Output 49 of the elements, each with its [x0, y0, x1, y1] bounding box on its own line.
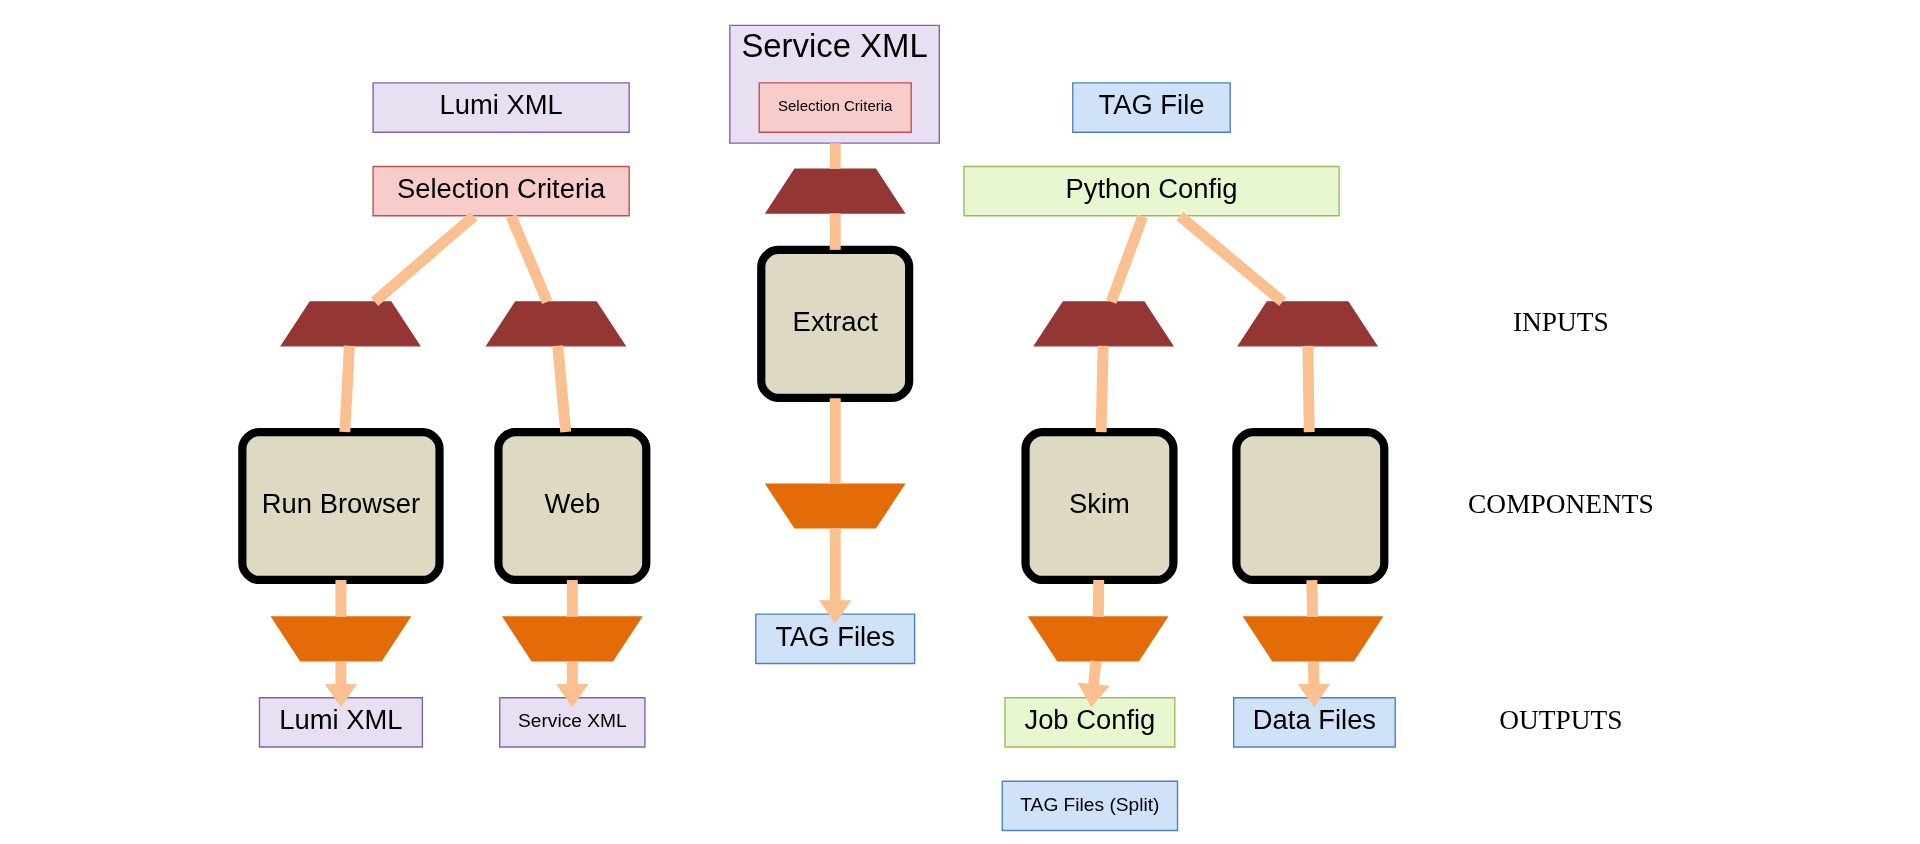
- node-box: Selection Criteria: [758, 81, 912, 133]
- connector: [1092, 579, 1104, 617]
- node-box: Skim: [1020, 427, 1177, 584]
- node-box: TAG Files: [754, 613, 915, 664]
- arrow: [818, 527, 851, 624]
- node-trapezoid: [1236, 300, 1378, 346]
- node-trapezoid: [501, 615, 643, 661]
- connector: [1305, 579, 1318, 617]
- node-trapezoid: [279, 300, 421, 346]
- arrow: [555, 660, 589, 707]
- node-trapezoid: [1242, 615, 1383, 661]
- node-box: TAG Files (Split): [1001, 780, 1178, 831]
- node-box: Python Config: [962, 165, 1340, 216]
- node-trapezoid: [270, 615, 411, 661]
- node-box: Extract: [756, 245, 913, 402]
- node-box: [1231, 427, 1388, 584]
- node-box: Web: [493, 427, 650, 584]
- connector: [338, 345, 355, 432]
- node-box: Lumi XML: [371, 81, 630, 133]
- arrow: [1297, 660, 1330, 707]
- connector: [829, 212, 841, 250]
- connector: [829, 397, 841, 484]
- arrow: [324, 660, 357, 707]
- node-box: Run Browser: [237, 427, 444, 584]
- node-trapezoid: [764, 168, 906, 214]
- label: INPUTS: [1512, 306, 1609, 337]
- connector: [370, 211, 477, 306]
- label: OUTPUTS: [1498, 704, 1622, 735]
- connector: [505, 213, 552, 304]
- connector: [829, 142, 841, 169]
- connector: [1095, 345, 1109, 432]
- node-trapezoid: [1032, 300, 1174, 346]
- label: COMPONENTS: [1467, 488, 1654, 519]
- connector: [1105, 213, 1148, 304]
- node-trapezoid: [1027, 615, 1168, 661]
- connector: [1301, 345, 1315, 432]
- arrow: [1076, 659, 1110, 707]
- node-trapezoid: [485, 300, 626, 346]
- node-box: Service XML: [498, 696, 646, 748]
- node-box: Data Files: [1232, 696, 1396, 748]
- connector: [551, 344, 571, 433]
- connector: [1175, 211, 1286, 306]
- node-box: Selection Criteria: [371, 165, 630, 216]
- node-trapezoid: [764, 482, 906, 529]
- connector: [566, 579, 578, 617]
- node-box: Job Config: [1003, 696, 1175, 748]
- node-box: Lumi XML: [258, 696, 423, 748]
- connector: [334, 579, 346, 617]
- node-box: TAG File: [1071, 81, 1231, 133]
